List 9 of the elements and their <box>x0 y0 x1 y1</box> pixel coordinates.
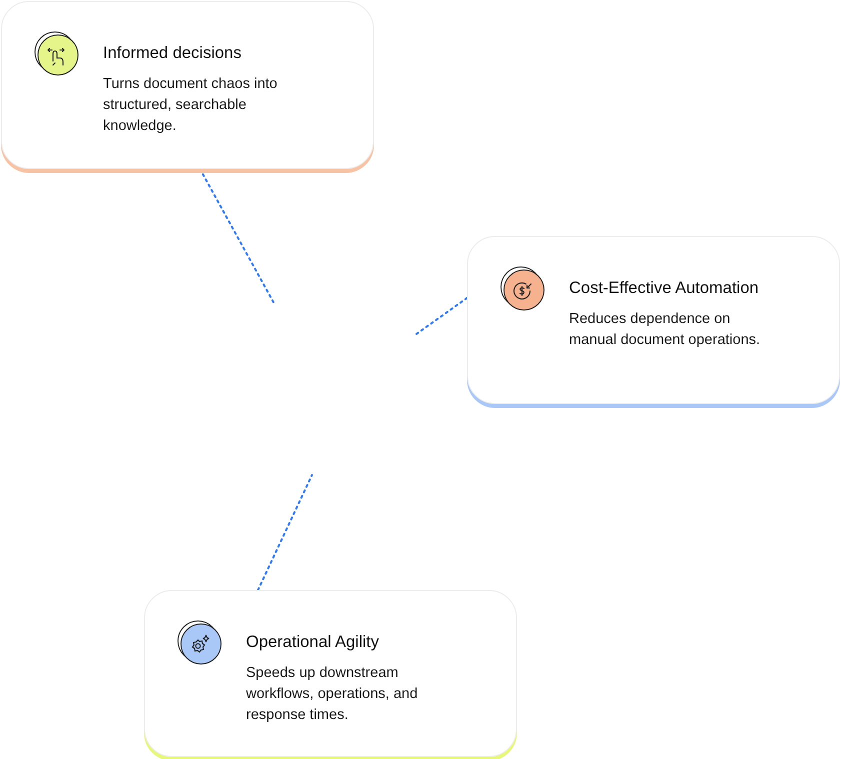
card-heading: Cost-Effective Automation <box>569 278 760 299</box>
dotted-connector <box>414 297 468 336</box>
dotted-connector <box>257 474 313 591</box>
card-description: Reduces dependence on manual document operations. <box>569 310 762 350</box>
feature-card <box>144 590 517 757</box>
card-heading: Informed decisions <box>103 43 242 64</box>
card-description: Speeds up downstream workflows, operations, and response times. <box>246 664 419 725</box>
card-description: Turns document chaos into structured, searchable knowledge. <box>103 75 278 136</box>
card-heading: Operational Agility <box>246 632 380 653</box>
